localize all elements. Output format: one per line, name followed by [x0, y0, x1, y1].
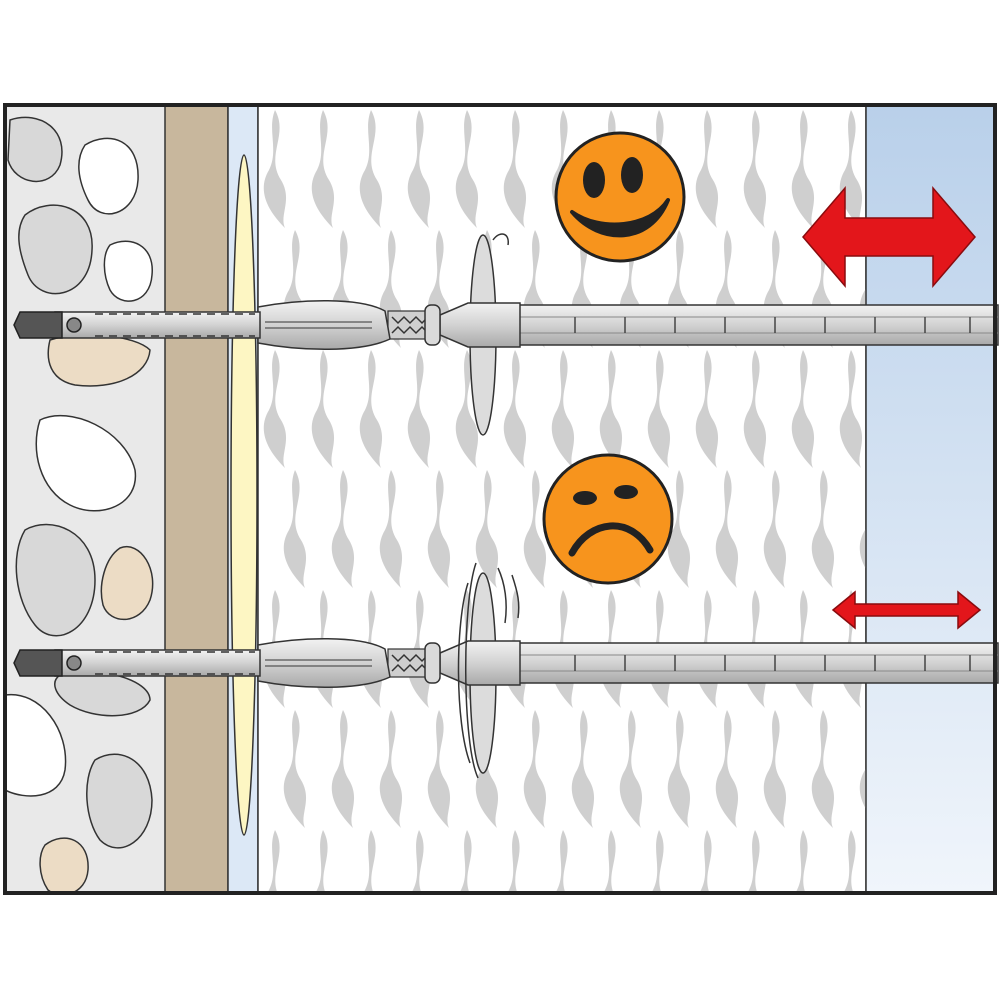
insulation-fiber [700, 830, 712, 892]
insulation-fiber [316, 830, 328, 892]
insulation-fiber [571, 710, 595, 828]
insulation-fiber [412, 830, 424, 892]
insulation-fiber [791, 110, 815, 228]
insulation-fiber [523, 710, 547, 828]
insulation-fiber [763, 470, 787, 588]
diagram-frame [3, 103, 997, 895]
insulation-fiber [508, 830, 520, 892]
insulation-fiber [748, 830, 760, 892]
insulation-fiber [311, 350, 335, 468]
small-double-arrow-icon [831, 590, 982, 630]
insulation-fiber [763, 710, 787, 828]
insulation-fiber [263, 350, 287, 468]
masonry-stones [6, 116, 154, 892]
insulation-anchor [13, 562, 999, 779]
insulation-fiber [599, 350, 623, 468]
sad-face-icon [542, 453, 674, 585]
insulation-fiber [364, 830, 376, 892]
insulation-fiber [791, 350, 815, 468]
insulation-fiber [647, 350, 671, 468]
insulation-fiber [839, 350, 863, 468]
insulation-fiber [715, 710, 739, 828]
insulation-fiber [695, 110, 719, 228]
insulation-fiber [556, 830, 568, 892]
insulation-fiber [604, 830, 616, 892]
insulation-fiber [263, 110, 287, 228]
insulation-fiber [811, 470, 835, 588]
insulation-fiber [379, 710, 403, 828]
render-layer [164, 104, 229, 894]
insulation-fiber [667, 710, 691, 828]
insulation-anchor [13, 233, 999, 436]
insulation-fiber [619, 710, 643, 828]
insulation-fiber [455, 350, 479, 468]
insulation-fiber [503, 350, 527, 468]
insulation-fiber [331, 470, 355, 588]
insulation-fiber [743, 350, 767, 468]
adhesive-bead [230, 154, 258, 836]
insulation-fiber [331, 710, 355, 828]
insulation-fiber [359, 110, 383, 228]
insulation-fiber [475, 470, 499, 588]
insulation-fiber [667, 470, 691, 588]
insulation-fiber [859, 527, 866, 570]
insulation-fiber [844, 830, 856, 892]
insulation-fiber [379, 470, 403, 588]
large-double-arrow-icon [802, 185, 976, 289]
insulation-fiber [715, 470, 739, 588]
insulation-fiber [407, 350, 431, 468]
insulation-fiber [695, 350, 719, 468]
insulation-fiber [359, 350, 383, 468]
insulation-fiber [503, 110, 527, 228]
insulation-fiber [407, 110, 431, 228]
insulation-fiber [283, 470, 307, 588]
insulation-fiber [460, 830, 472, 892]
insulation-fiber [283, 710, 307, 828]
insulation-fiber [743, 110, 767, 228]
insulation-fiber [652, 830, 664, 892]
insulation-fiber [427, 470, 451, 588]
insulation-fiber [268, 830, 280, 892]
insulation-fiber [551, 350, 575, 468]
insulation-fiber [523, 470, 547, 588]
insulation-fiber [859, 767, 866, 810]
insulation-fiber [455, 110, 479, 228]
insulation-fiber [811, 710, 835, 828]
happy-face-icon [554, 131, 686, 263]
insulation-fiber [311, 110, 335, 228]
insulation-fiber [796, 830, 808, 892]
insulation-fiber [427, 710, 451, 828]
